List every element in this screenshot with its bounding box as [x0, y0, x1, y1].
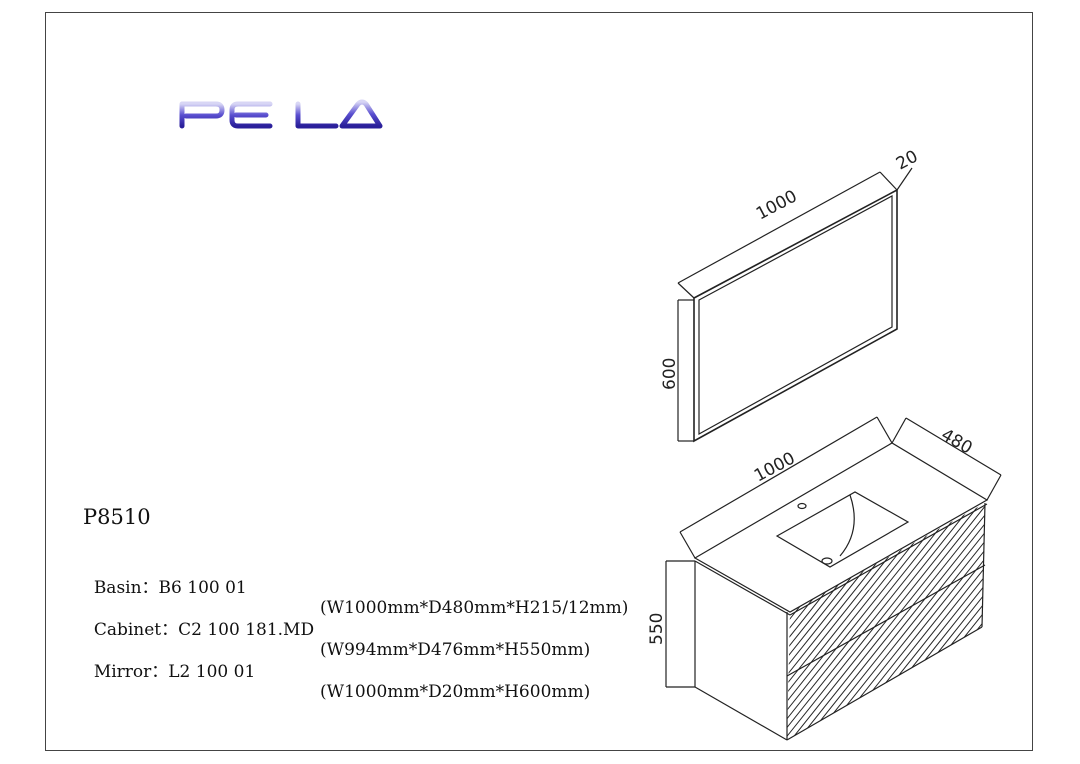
hatch-line	[982, 503, 985, 740]
spec-label: Basin：B6 100 01	[93, 578, 247, 598]
mirror-height-label: 600	[660, 358, 680, 390]
hatch-line	[787, 503, 960, 740]
hatch-line	[961, 503, 985, 740]
cabinet-depth-label: 480	[938, 425, 976, 459]
hatch-line	[1032, 495, 1080, 745]
mirror-drawing	[677, 167, 913, 443]
hatch-line	[1025, 495, 1080, 745]
hatch-line	[793, 503, 985, 740]
hatch-line	[968, 503, 985, 740]
hatch-line	[997, 495, 1080, 745]
hatch-line	[912, 503, 985, 740]
spec-dims: (W1000mm*D480mm*H215/12mm)	[320, 598, 629, 618]
hatch-line	[787, 503, 967, 740]
hatch-line	[1053, 495, 1080, 745]
hatch-line	[800, 503, 985, 740]
hatch-line	[787, 503, 981, 740]
cabinet-drawing	[665, 416, 1080, 745]
hatch-line	[947, 503, 985, 740]
hatch-line	[1018, 495, 1080, 745]
spec-dims: (W1000mm*D20mm*H600mm)	[320, 682, 591, 702]
hatch-line	[905, 503, 985, 740]
hatch-line	[891, 503, 985, 740]
spec-dims: (W994mm*D476mm*H550mm)	[320, 640, 591, 660]
hatch-line	[1046, 495, 1080, 745]
spec-label: Mirror：L2 100 01	[93, 662, 256, 682]
hatch-line	[787, 503, 974, 740]
hatch-line	[1004, 495, 1080, 745]
spec-cabinet: Cabinet：C2 100 181.MD (W994mm*D476mm*H55…	[83, 595, 590, 660]
hatch-line	[954, 503, 985, 740]
mirror-depth-label: 20	[893, 147, 921, 175]
hatch-line	[933, 503, 985, 740]
hatch-line	[1011, 495, 1080, 745]
hatch-line	[975, 503, 985, 740]
hatch-line	[990, 495, 1080, 745]
hatch-line	[898, 503, 985, 740]
page-border	[45, 12, 1033, 751]
hatch-line	[1039, 495, 1080, 745]
hatch-line	[919, 503, 985, 740]
peila-logo	[178, 92, 383, 136]
hatch-line	[940, 503, 985, 740]
cabinet-width-label: 1000	[751, 448, 799, 486]
spec-label: Cabinet：C2 100 181.MD	[93, 620, 315, 640]
cabinet-height-label: 550	[647, 613, 667, 645]
hatch-line	[787, 503, 985, 740]
hatch-line	[814, 503, 985, 740]
hatch-line	[807, 503, 985, 740]
mirror-width-label: 1000	[753, 186, 801, 224]
model-number: P8510	[83, 505, 151, 529]
spec-basin: Basin：B6 100 01 (W1000mm*D480mm*H215/12m…	[83, 553, 629, 618]
spec-mirror: Mirror：L2 100 01 (W1000mm*D20mm*H600mm)	[83, 637, 590, 702]
